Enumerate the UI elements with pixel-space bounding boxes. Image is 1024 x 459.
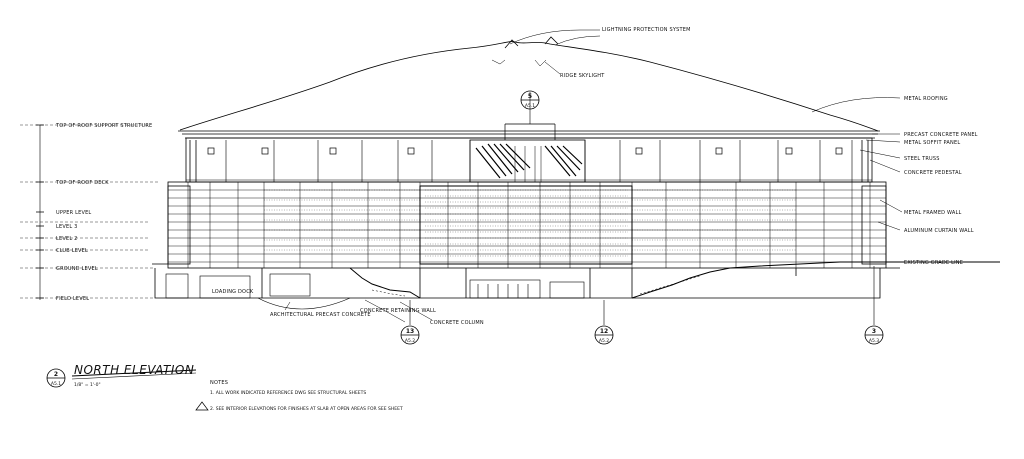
level-ground: GROUND LEVEL	[56, 266, 98, 272]
grid-bubble-3	[864, 325, 884, 345]
bubble-13-sheet: A5.2	[405, 338, 415, 344]
callout-roofing: METAL ROOFING	[904, 96, 948, 102]
grid-bubble-12	[594, 325, 614, 345]
grid-bubble-13	[400, 325, 420, 345]
detail-sheet-ref: A5.1	[51, 381, 61, 387]
grid-bubble-top	[520, 90, 540, 110]
level-roof-deck: TOP OF ROOF DECK	[55, 180, 109, 186]
bubble-12-number: 12	[600, 328, 608, 335]
bubble-3-number: 3	[872, 328, 876, 335]
callout-retaining: CONCRETE RETAINING WALL	[360, 308, 436, 314]
level-roof-structure: TOP OF ROOF SUPPORT STRUCTURE	[55, 123, 152, 129]
level-3: LEVEL 3	[56, 224, 77, 230]
clerestory-band	[185, 137, 873, 183]
callout-loading-dock: LOADING DOCK	[212, 289, 254, 295]
level-field: FIELD LEVEL	[56, 296, 89, 302]
bubble-12-sheet: A5.2	[599, 338, 609, 344]
curtain-wall-verticals	[187, 182, 871, 268]
callout-soffit: METAL SOFFIT PANEL	[904, 140, 960, 146]
callout-grade: EXISTING GRADE LINE	[904, 260, 963, 266]
level-upper: UPPER LEVEL	[56, 210, 91, 216]
clerestory-mullions	[225, 140, 853, 182]
roof-dome-outline	[179, 41, 879, 132]
callout-column: CONCRETE COLUMN	[430, 320, 484, 326]
callout-lightning: LIGHTNING PROTECTION SYSTEM	[602, 27, 691, 33]
leader-lines	[284, 29, 903, 323]
callout-curtain-wall: ALUMINUM CURTAIN WALL	[904, 228, 974, 234]
podium-openings	[165, 273, 585, 299]
detail-number: 2	[54, 371, 58, 378]
callout-ridge: RIDGE SKYLIGHT	[560, 73, 605, 79]
drawing-title: NORTH ELEVATION	[74, 363, 194, 377]
callout-metal-wall: METAL FRAMED WALL	[904, 210, 961, 216]
callout-pedestal: CONCRETE PEDESTAL	[904, 170, 962, 176]
grade-line	[349, 261, 1000, 299]
stair-hatch	[475, 143, 583, 182]
curtain-wall	[167, 181, 887, 269]
note-triangle-icon	[195, 401, 209, 411]
drawing-scale: 1/8" = 1'-0"	[74, 382, 101, 388]
title-block	[46, 368, 197, 388]
curtain-wall-horizontals	[168, 189, 886, 263]
callout-truss: STEEL TRUSS	[904, 156, 940, 162]
level-2: LEVEL 2	[56, 236, 77, 242]
bubble-top-sheet: A5.1	[525, 103, 535, 109]
bubble-3-sheet: A5.3	[869, 338, 879, 344]
callout-precast: PRECAST CONCRETE PANEL	[904, 132, 978, 138]
clerestory-openings	[207, 147, 843, 155]
bubble-13-number: 13	[406, 328, 414, 335]
notes-heading: NOTES	[210, 380, 228, 386]
note-1: 1. ALL WORK INDICATED REFERENCE DWG SEE …	[210, 390, 366, 396]
podium-base	[154, 268, 881, 299]
note-2: 2. SEE INTERIOR ELEVATIONS FOR FINISHES …	[210, 406, 403, 412]
callout-arch-precast: ARCHITECTURAL PRECAST CONCRETE	[270, 312, 371, 318]
central-entry	[469, 139, 586, 183]
bubble-top-number: 5	[528, 93, 532, 100]
level-club: CLUB LEVEL	[56, 248, 88, 254]
